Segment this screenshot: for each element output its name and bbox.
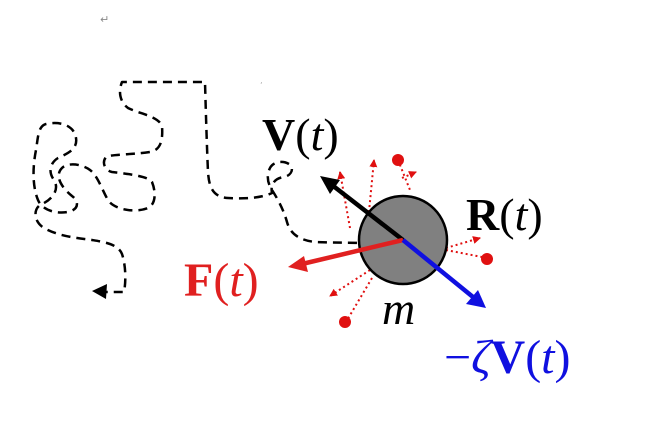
velocity-open-paren: ( xyxy=(295,109,310,160)
position-symbol: R xyxy=(466,189,500,240)
random-walk-trajectory xyxy=(32,80,403,294)
force-time-var: t xyxy=(229,254,244,307)
paragraph-mark: ↵ xyxy=(100,13,109,26)
position-label: R(t) xyxy=(466,189,543,240)
velocity-arrow xyxy=(330,183,405,242)
velocity-symbol: V xyxy=(262,109,295,160)
velocity-arrowhead xyxy=(320,176,340,194)
friction-symbol: V xyxy=(491,331,526,384)
collision-kick xyxy=(445,236,493,265)
friction-force-arrowhead xyxy=(466,290,486,308)
collision-kicks xyxy=(329,154,493,328)
friction-minus: − xyxy=(444,331,471,384)
friction-zeta: ζ xyxy=(471,331,494,384)
collision-kick xyxy=(392,154,417,191)
trajectory-arrowhead xyxy=(92,284,107,299)
friction-label: −ζV(t) xyxy=(444,331,571,384)
friction-close-paren: ) xyxy=(555,331,571,384)
position-open-paren: ( xyxy=(499,189,514,240)
force-close-paren: ) xyxy=(243,254,259,307)
friction-force-arrow xyxy=(401,238,475,299)
force-label: F(t) xyxy=(184,254,259,307)
velocity-close-paren: ) xyxy=(323,109,338,160)
collision-kick xyxy=(339,277,373,328)
random-force-arrow xyxy=(301,237,404,267)
velocity-time-var: t xyxy=(311,109,325,160)
force-open-paren: ( xyxy=(213,254,229,307)
velocity-label: V(t) xyxy=(262,109,339,160)
friction-time-var: t xyxy=(541,331,556,384)
position-time-var: t xyxy=(515,189,529,240)
random-force-arrowhead xyxy=(288,256,308,272)
force-symbol: F xyxy=(184,254,213,307)
small-tick-mark: ʼ xyxy=(260,81,263,90)
mass-label: m xyxy=(382,283,415,334)
friction-open-paren: ( xyxy=(525,331,541,384)
position-close-paren: ) xyxy=(527,189,542,240)
